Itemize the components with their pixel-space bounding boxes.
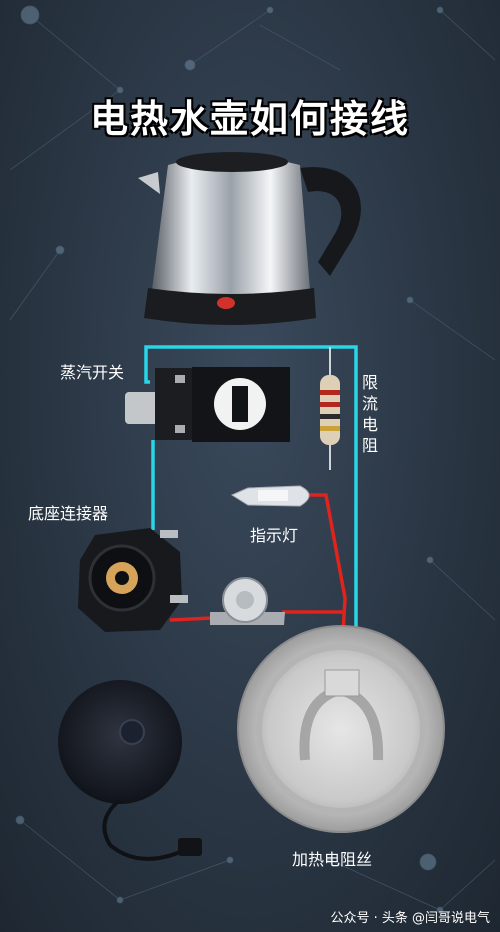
- steam-switch-illustration: [125, 367, 290, 442]
- indicator-lamp-illustration: [230, 485, 310, 507]
- watermark-text: 公众号 · 头条 @闫哥说电气: [330, 911, 490, 926]
- current-limit-resistor-illustration: [320, 375, 340, 445]
- label-heating-wire: 加热电阻丝: [292, 850, 373, 869]
- label-indicator-lamp: 指示灯: [250, 526, 299, 545]
- kettle-base-illustration: [58, 680, 202, 861]
- kettle-illustration: [138, 152, 361, 325]
- label-steam-switch: 蒸汽开关: [60, 363, 125, 382]
- diagram-title: 电热水壶如何接线: [89, 97, 410, 141]
- heating-plate-illustration: [237, 625, 445, 833]
- network-background-decoration: [9, 5, 496, 914]
- label-current-limit-resistor: 限流电阻: [361, 373, 378, 455]
- label-base-connector: 底座连接器: [28, 504, 109, 523]
- base-connector-illustration: [78, 528, 188, 632]
- thermostat-illustration: [210, 577, 285, 625]
- neutral-wire-cyan: [144, 345, 358, 668]
